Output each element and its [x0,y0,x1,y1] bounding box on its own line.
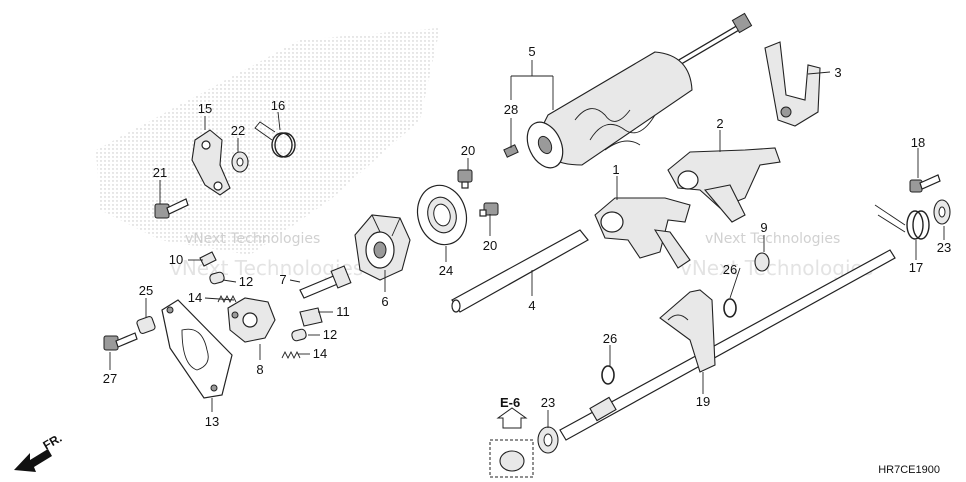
watermark-group: vNext Technologies vNext Technologies vN… [170,231,873,280]
callout-7: 7 [279,272,286,287]
watermark-text: vNext Technologies [705,231,840,247]
front-arrow-icon: FR. [14,431,64,472]
bolt-20a[interactable] [457,169,473,189]
return-spring-17[interactable] [874,204,930,240]
callout-5: 5 [528,44,535,59]
callout-12: 12 [323,327,337,342]
diagram-code: HR7CE1900 [878,464,940,476]
fork-shaft[interactable] [451,229,589,313]
callout-26: 26 [723,262,737,277]
watermark-text: vNext Technologies [680,256,873,280]
callout-6: 6 [381,294,388,309]
torsion-spring-16[interactable] [254,121,296,158]
watermark-text: vNext Technologies [185,231,320,247]
bolt-20b[interactable] [479,202,499,217]
callout-21: 21 [153,165,167,180]
shift-drum[interactable] [503,12,753,173]
reference-e6[interactable]: E-6 [489,395,534,478]
arm-plate-15[interactable] [191,129,231,196]
pin-bolt-7[interactable] [299,265,352,299]
callout-27: 27 [103,371,117,386]
callout-1: 1 [612,162,619,177]
shaded-region [96,28,440,255]
callout-13: 13 [205,414,219,429]
drum-cam[interactable] [354,214,411,281]
callout-24: 24 [439,263,453,278]
gasket-13[interactable] [161,299,233,399]
roller-11[interactable] [299,307,323,327]
spring-14b[interactable] [281,350,301,360]
callout-15: 15 [198,101,212,116]
pin-10[interactable] [199,251,217,267]
callout-4: 4 [528,298,535,313]
callout-9: 9 [760,220,767,235]
callout-19: 19 [696,394,710,409]
callout-23: 23 [541,395,555,410]
callouts: 1 2 3 4 5 6 7 8 9 10 11 12 12 13 14 14 1… [103,44,951,429]
callout-25: 25 [139,283,153,298]
spring-14a[interactable] [217,294,237,304]
pin-12a[interactable] [209,271,225,285]
shift-fork-1[interactable] [594,197,691,269]
bolt-27[interactable] [103,332,138,351]
shift-fork-2[interactable] [667,147,781,223]
washer-23b[interactable] [537,426,559,454]
shift-spindle[interactable] [559,249,896,441]
callout-20: 20 [483,238,497,253]
callout-3: 3 [834,65,841,80]
collar-9[interactable] [754,252,770,272]
callout-14: 14 [188,290,202,305]
callout-10: 10 [169,252,183,267]
collar-25[interactable] [136,315,156,335]
callout-14: 14 [313,346,327,361]
shift-fork-3[interactable] [764,41,821,127]
reference-label: E-6 [500,395,520,410]
callout-18: 18 [911,135,925,150]
bearing[interactable] [411,180,473,250]
callout-22: 22 [231,123,245,138]
circlip-26a[interactable] [723,298,737,318]
stopper-plate[interactable] [227,297,276,343]
callout-20: 20 [461,143,475,158]
callout-28: 28 [504,102,518,117]
callout-12: 12 [239,274,253,289]
leader-lines [109,60,945,428]
callout-8: 8 [256,362,263,377]
pin-12b[interactable] [291,328,307,342]
callout-2: 2 [716,116,723,131]
bolt-21[interactable] [154,198,189,219]
callout-16: 16 [271,98,285,113]
callout-26: 26 [603,331,617,346]
washer-23a[interactable] [933,199,951,225]
callout-17: 17 [909,260,923,275]
front-label: FR. [41,431,65,453]
bolt-18[interactable] [909,174,941,193]
callout-11: 11 [336,304,350,319]
washer-22[interactable] [231,151,249,173]
callout-23: 23 [937,240,951,255]
circlip-26b[interactable] [601,365,615,385]
